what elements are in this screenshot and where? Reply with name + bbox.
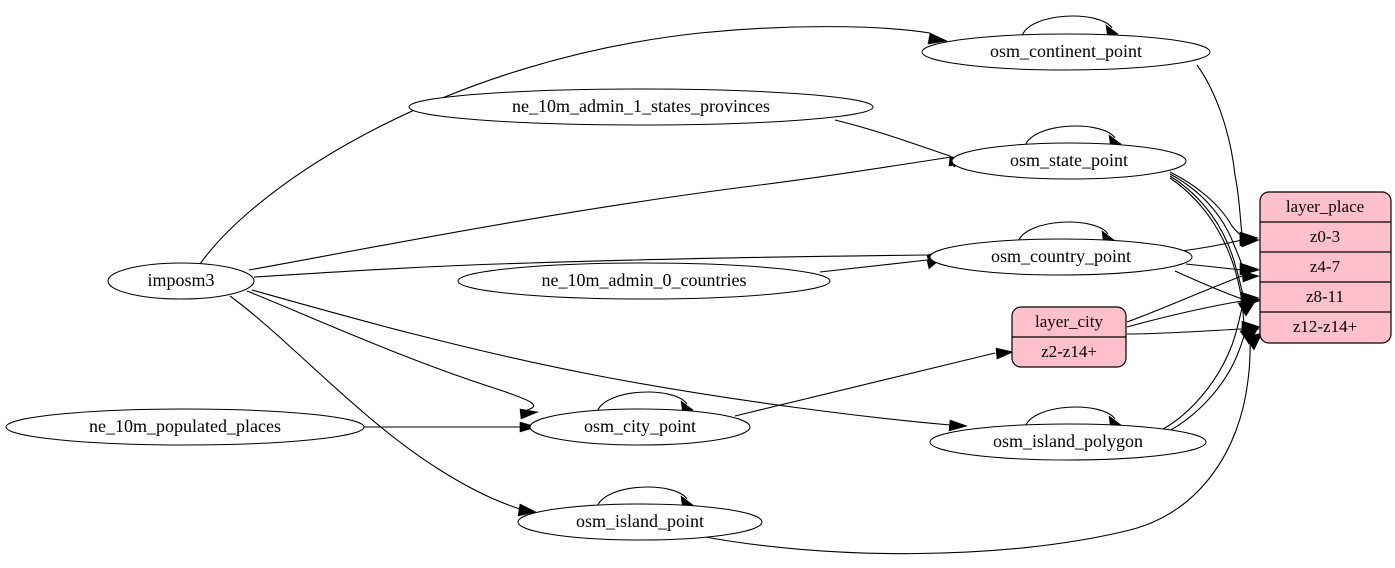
edge-osm_island_polygon-to-layer_place-z8-11 — [1162, 302, 1244, 430]
edge-ne_admin_1-to-osm_state_point — [834, 119, 951, 157]
record-header-label: layer_city — [1035, 312, 1103, 331]
edge-osm_state_point-to-layer_place-z0-3 — [1169, 171, 1243, 237]
edge-osm_state_point-to-layer_place-z4-7 — [1169, 173, 1243, 266]
arrowhead — [995, 347, 1014, 360]
edge-self-osm_city_point — [596, 391, 688, 413]
arrowhead — [948, 419, 968, 432]
node-label: osm_country_point — [991, 246, 1131, 266]
edge-osm_country_point-to-layer_place-z0-3 — [1180, 239, 1243, 252]
node-shape[interactable] — [5, 408, 365, 446]
record-node-layer_city[interactable]: layer_city z2-z14+ — [1011, 306, 1127, 368]
node-osm_continent_point[interactable]: osm_continent_point — [921, 33, 1211, 71]
node-shape[interactable] — [457, 262, 831, 300]
node-label: osm_island_point — [576, 511, 704, 531]
edge-osm_island_polygon-to-layer_place-z12-z14 — [1166, 331, 1246, 433]
edge-imposm3-to-osm_country_point — [253, 254, 928, 278]
node-osm_city_point[interactable]: osm_city_point — [529, 408, 751, 446]
arrowhead — [517, 503, 537, 517]
edge-layer_city-to-layer_place-z4-7 — [1126, 275, 1243, 323]
node-osm_country_point[interactable]: osm_country_point — [929, 238, 1193, 276]
node-label: ne_10m_populated_places — [89, 416, 281, 436]
record-row-label-z4-7[interactable]: z4-7 — [1310, 257, 1341, 276]
edge-osm_country_point-to-layer_place-z4-7 — [1185, 263, 1243, 271]
node-imposm3[interactable]: imposm3 — [107, 262, 255, 300]
node-shape[interactable] — [517, 503, 763, 541]
record-row-label-z2-z14[interactable]: z2-z14+ — [1041, 342, 1097, 361]
node-shape[interactable] — [929, 238, 1193, 276]
node-label: osm_continent_point — [990, 41, 1142, 61]
record-node-layer_place[interactable]: layer_place z0-3 z4-7 z8-11 z12-z14+ — [1259, 191, 1392, 344]
edge-imposm3-to-osm_state_point — [248, 156, 953, 271]
edge-osm_state_point-to-layer_place-z8-11 — [1169, 175, 1244, 295]
record-header-label: layer_place — [1286, 197, 1364, 216]
edge-layer_city-to-layer_place-z12-z14 — [1126, 328, 1243, 335]
arrowhead — [519, 408, 540, 420]
edge-self-osm_island_point — [596, 486, 688, 508]
arrowhead — [1244, 332, 1263, 351]
edge-osm_continent_point-to-layer_place-z0-3 — [1196, 64, 1243, 235]
edge-osm_country_point-to-layer_place-z8-11 — [1174, 270, 1243, 300]
node-ne_10m_admin_0_countries[interactable]: ne_10m_admin_0_countries — [457, 262, 831, 300]
node-osm_state_point[interactable]: osm_state_point — [951, 142, 1187, 180]
node-label: imposm3 — [147, 270, 214, 290]
edge-self-osm_island_polygon — [1024, 406, 1116, 428]
edge-self-osm_state_point — [1024, 125, 1116, 147]
edge-imposm3-to-osm_city_point — [246, 290, 535, 411]
node-shape[interactable] — [529, 408, 751, 446]
record-row-label-z0-3[interactable]: z0-3 — [1310, 227, 1340, 246]
edge-layer_city-to-layer_place-z8-11 — [1126, 300, 1243, 328]
node-label: osm_island_polygon — [993, 431, 1143, 451]
node-ne_10m_admin_1_states_provinces[interactable]: ne_10m_admin_1_states_provinces — [408, 88, 874, 126]
record-box[interactable] — [1259, 191, 1392, 344]
edge-self-osm_continent_point — [1021, 15, 1113, 37]
edge-osm_city_point-to-layer_city — [734, 352, 996, 417]
node-label: ne_10m_admin_1_states_provinces — [512, 96, 770, 116]
edge-self-osm_country_point — [1017, 221, 1109, 243]
edge-imposm3-to-osm_island_polygon — [251, 289, 951, 426]
record-nodes-layer: layer_city z2-z14+ layer_place z0-3 z4-7… — [1011, 191, 1392, 368]
record-row-label-z8-11[interactable]: z8-11 — [1306, 287, 1344, 306]
nodes-layer: imposm3 ne_10m_admin_1_states_provinces … — [5, 33, 1211, 541]
arrowhead — [1237, 299, 1257, 317]
node-shape[interactable] — [951, 142, 1187, 180]
edge-ne_admin_0-to-osm_country_point — [819, 259, 928, 273]
node-label: ne_10m_admin_0_countries — [542, 270, 747, 290]
arrowhead — [1241, 270, 1260, 283]
node-shape[interactable] — [921, 33, 1211, 71]
edge-imposm3-to-osm_island_point — [229, 295, 521, 510]
node-label: osm_city_point — [584, 416, 696, 436]
arrowhead — [927, 32, 949, 45]
node-ne_10m_populated_places[interactable]: ne_10m_populated_places — [5, 408, 365, 446]
edge-imposm3-to-osm_continent_point — [199, 26, 931, 265]
node-shape[interactable] — [408, 88, 874, 126]
arrowhead — [1240, 235, 1260, 248]
record-row-label-z12-z14[interactable]: z12-z14+ — [1293, 317, 1357, 336]
node-shape[interactable] — [929, 423, 1207, 461]
node-label: osm_state_point — [1010, 150, 1128, 170]
edge-osm_island_point-to-layer_place-z12-z14 — [699, 336, 1251, 555]
node-osm_island_polygon[interactable]: osm_island_polygon — [929, 423, 1207, 461]
arrowhead — [519, 421, 539, 433]
node-osm_island_point[interactable]: osm_island_point — [517, 503, 763, 541]
node-shape[interactable] — [107, 262, 255, 300]
